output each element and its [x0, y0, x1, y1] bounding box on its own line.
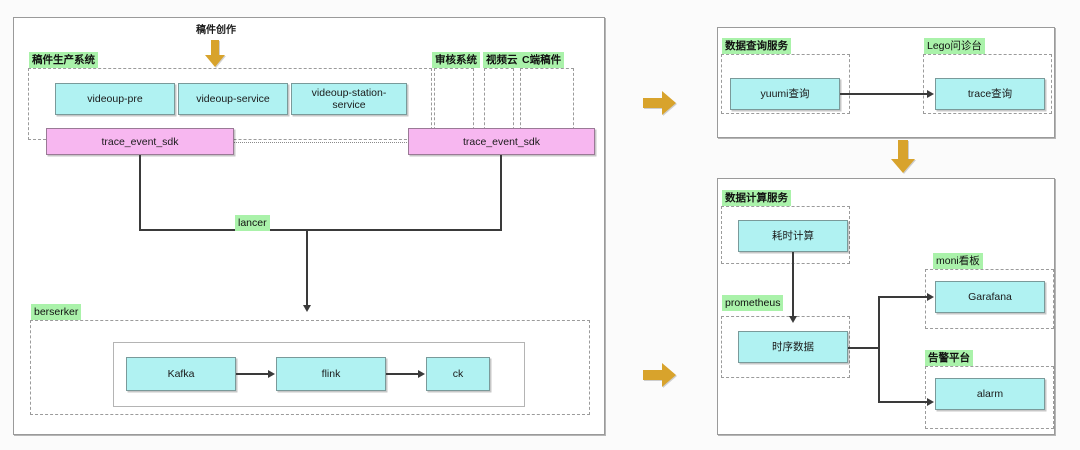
sdk-link-dotted — [233, 142, 409, 143]
group-tag-c-side: C端稿件 — [519, 52, 565, 68]
panel-flow-arrow-right-top-icon — [643, 90, 677, 116]
group-tag-audit: 审核系统 — [432, 52, 480, 68]
flow-down-arrow-icon — [203, 40, 227, 68]
pipeline-node-kafka[interactable]: Kafka — [126, 357, 236, 391]
group-tag-data-query-service: 数据查询服务 — [722, 38, 791, 54]
branch-to-alarm-arrowhead-icon — [927, 397, 934, 406]
timeseries-branch-spine — [878, 296, 880, 403]
group-tag-moni-dashboard: moni看板 — [933, 253, 983, 269]
service-node-videoup-service[interactable]: videoup-service — [178, 83, 288, 115]
group-tag-production: 稿件生产系统 — [29, 52, 98, 68]
flow-label: 稿件创作 — [196, 25, 236, 36]
compute-node-latency[interactable]: 耗时计算 — [738, 220, 848, 252]
group-box-data-compute-service — [721, 206, 850, 264]
compute-node-grafana[interactable]: Garafana — [935, 281, 1045, 313]
berserker-inner-box — [113, 342, 525, 407]
lancer-arrowhead-icon — [302, 305, 311, 312]
group-box-lego — [923, 54, 1052, 114]
flink-to-ck-line — [386, 373, 419, 375]
yuumi-to-trace-line — [840, 93, 928, 95]
latency-to-timeseries-line — [792, 252, 794, 318]
group-box-moni-dashboard — [925, 269, 1054, 329]
kafka-to-flink-arrowhead-icon — [268, 369, 275, 378]
compute-node-alarm[interactable]: alarm — [935, 378, 1045, 410]
group-tag-video-cloud: 视频云 — [483, 52, 521, 68]
yuumi-to-trace-arrowhead-icon — [927, 89, 934, 98]
branch-to-alarm-line — [878, 401, 928, 403]
group-tag-lego: Lego问诊台 — [924, 38, 985, 54]
branch-to-grafana-arrowhead-icon — [927, 292, 934, 301]
query-node-trace[interactable]: trace查询 — [935, 78, 1045, 110]
panel-flow-arrow-right-bottom-icon — [643, 362, 677, 388]
pipeline-tag-lancer: lancer — [235, 215, 270, 231]
group-box-alert-platform — [925, 366, 1054, 429]
group-tag-prometheus: prometheus — [722, 295, 784, 311]
kafka-to-flink-line — [236, 373, 269, 375]
latency-to-timeseries-arrowhead-icon — [788, 316, 797, 323]
service-node-videoup-station-service[interactable]: videoup-station-service — [291, 83, 407, 115]
pipeline-node-ck[interactable]: ck — [426, 357, 490, 391]
pipeline-node-flink[interactable]: flink — [276, 357, 386, 391]
branch-to-grafana-line — [878, 296, 928, 298]
query-node-yuumi[interactable]: yuumi查询 — [730, 78, 840, 110]
trace-event-sdk-right[interactable]: trace_event_sdk — [408, 128, 595, 155]
panel-flow-arrow-down-icon — [890, 140, 916, 174]
group-box-data-query-service — [721, 54, 850, 114]
group-tag-alert-platform: 告警平台 — [925, 350, 973, 366]
trace-event-sdk-left[interactable]: trace_event_sdk — [46, 128, 234, 155]
service-node-videoup-pre[interactable]: videoup-pre — [55, 83, 175, 115]
sdk-left-drop-line — [139, 155, 141, 230]
sdk-right-drop-line — [500, 155, 502, 230]
group-tag-data-compute-service: 数据计算服务 — [722, 190, 791, 206]
timeseries-branch-stem — [848, 347, 880, 349]
compute-node-timeseries[interactable]: 时序数据 — [738, 331, 848, 363]
group-box-berserker — [30, 320, 590, 415]
lancer-to-berserker-line — [306, 229, 308, 307]
lancer-bus-line — [139, 229, 502, 231]
group-tag-berserker: berserker — [31, 304, 82, 320]
flink-to-ck-arrowhead-icon — [418, 369, 425, 378]
